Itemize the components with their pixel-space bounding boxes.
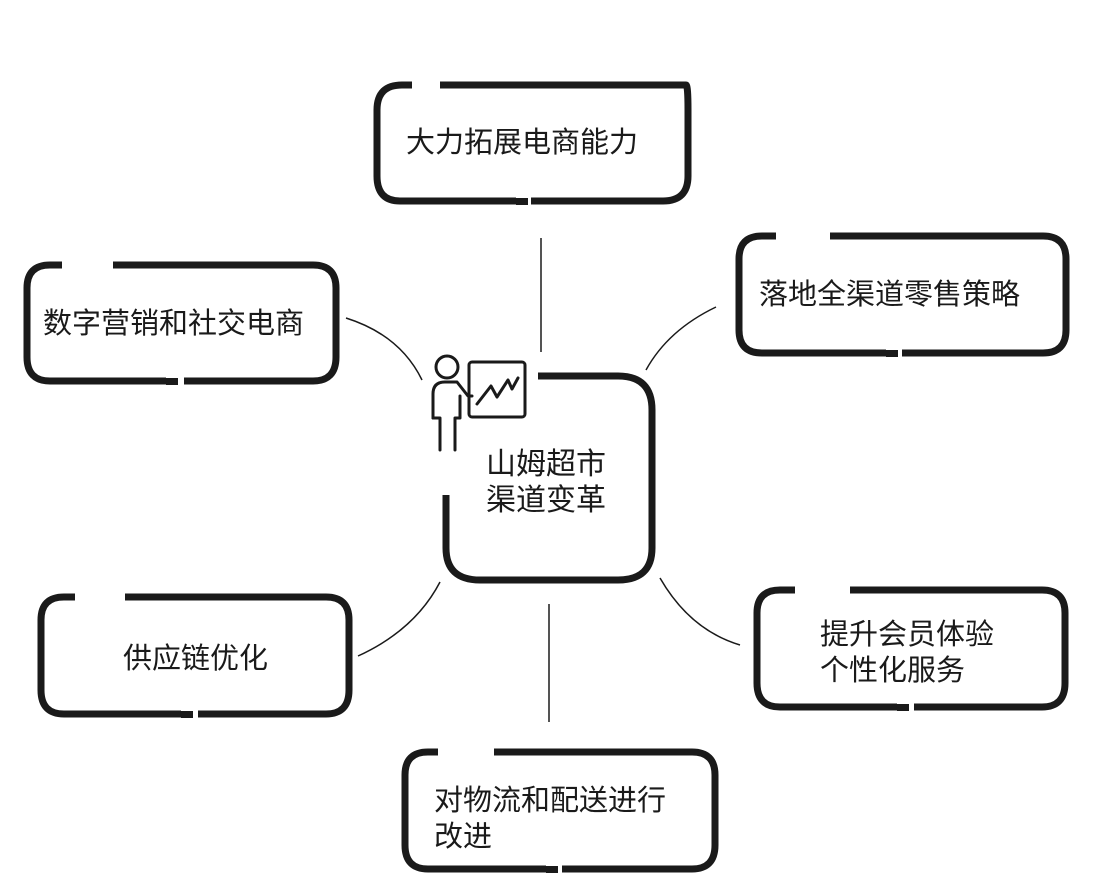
presentation-board	[467, 360, 527, 419]
presenter-body	[431, 380, 474, 420]
presenter-chart-icon	[431, 354, 527, 452]
frame-notch-left-top	[166, 378, 178, 385]
connector-right-top	[645, 306, 717, 371]
node-frame-bottom	[401, 748, 719, 873]
presenter-head	[434, 354, 460, 380]
node-label-left-top: 数字营销和社交电商	[43, 306, 305, 340]
connectors	[345, 238, 741, 722]
frame-notch-left-bottom	[181, 711, 193, 718]
node-label-bottom-line-2: 改进	[434, 819, 493, 853]
node-frame-right-bottom	[753, 586, 1069, 711]
connector-right-bottom	[659, 577, 741, 646]
connector-left-top	[345, 317, 423, 381]
node-frames	[23, 81, 1070, 873]
presenter-leg-right	[453, 394, 462, 452]
node-label-top: 大力拓展电商能力	[406, 125, 639, 159]
node-frame-top	[373, 81, 692, 205]
trend-line	[475, 376, 520, 406]
center-frame	[442, 372, 656, 584]
node-label-left-bottom: 供应链优化	[123, 641, 269, 675]
center-title-line-1: 山姆超市	[486, 447, 606, 482]
node-label-bottom-line-1: 对物流和配送进行	[434, 783, 667, 817]
node-frame-right-top	[735, 232, 1070, 357]
node-frame-left-top	[23, 261, 340, 385]
node-label-right-bottom-line-2: 个性化服务	[820, 653, 966, 687]
frame-notch-bottom	[546, 866, 558, 873]
node-label-right-top: 落地全渠道零售策略	[759, 277, 1021, 311]
center-title-line-2: 渠道变革	[486, 483, 606, 518]
presenter-leg-left	[431, 416, 442, 452]
node-label-right-bottom-line-1: 提升会员体验	[820, 617, 995, 651]
node-frame-left-bottom	[37, 593, 353, 718]
connector-left-bottom	[357, 581, 441, 657]
frame-notch-top	[516, 198, 528, 205]
frame-notch-right-bottom	[897, 704, 909, 711]
frame-notch-right-top	[886, 350, 898, 357]
